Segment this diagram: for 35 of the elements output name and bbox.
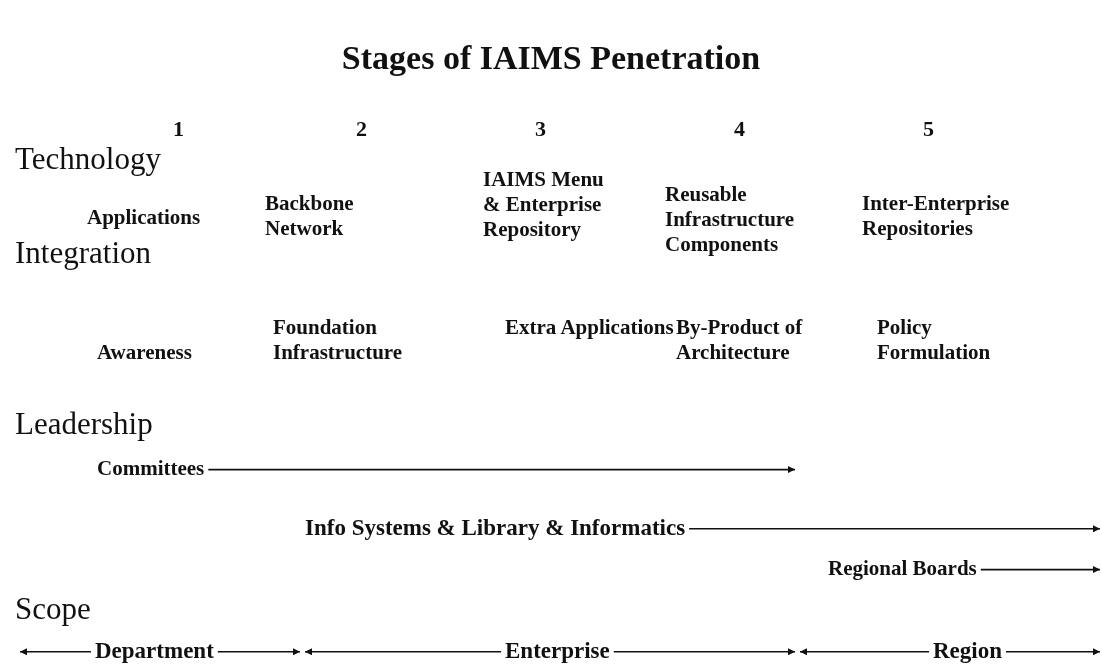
arrow	[1005, 648, 1101, 656]
stage-label: Department	[95, 637, 214, 665]
stage-label: Committees	[97, 456, 205, 482]
stage-label: Info Systems & Library & Informatics	[305, 514, 686, 542]
row-heading: Scope	[15, 590, 91, 628]
stage-cell-text: By-Product of Architecture	[676, 315, 804, 366]
arrow	[612, 648, 796, 656]
stage-label: Region	[933, 637, 1002, 665]
arrow	[207, 466, 796, 474]
stage-cell-text: IAIMS Menu & Enterprise Repository	[483, 167, 605, 243]
arrow	[979, 566, 1101, 574]
stage-label: Regional Boards	[828, 556, 977, 582]
arrow	[304, 648, 502, 656]
stage-label: Enterprise	[505, 637, 610, 665]
stage-cell-text: Reusable Infrastructure Components	[665, 182, 796, 258]
stage-number: 4	[734, 116, 745, 143]
stage-cell-text: Awareness	[97, 340, 192, 366]
stage-number: 5	[923, 116, 934, 143]
arrow	[799, 648, 930, 656]
stage-cell-text: Backbone Network	[265, 191, 355, 242]
stage-cell-text: Applications	[87, 205, 201, 231]
diagram-title: Stages of IAIMS Penetration	[340, 38, 762, 78]
stage-number: 1	[173, 116, 184, 143]
stage-cell-text: Policy Formulation	[877, 315, 992, 366]
arrow	[688, 525, 1101, 533]
arrow	[217, 648, 301, 656]
stage-cell-text: Foundation Infrastructure	[273, 315, 404, 366]
stage-cell-text: Inter-Enterprise Repositories	[862, 191, 1011, 242]
row-heading: Integration	[15, 234, 151, 272]
row-heading: Technology	[15, 140, 161, 178]
arrow	[19, 648, 92, 656]
stage-number: 3	[535, 116, 546, 143]
row-heading: Leadership	[15, 405, 153, 443]
stage-cell-text: Extra Applications	[505, 315, 675, 341]
stage-number: 2	[356, 116, 367, 143]
